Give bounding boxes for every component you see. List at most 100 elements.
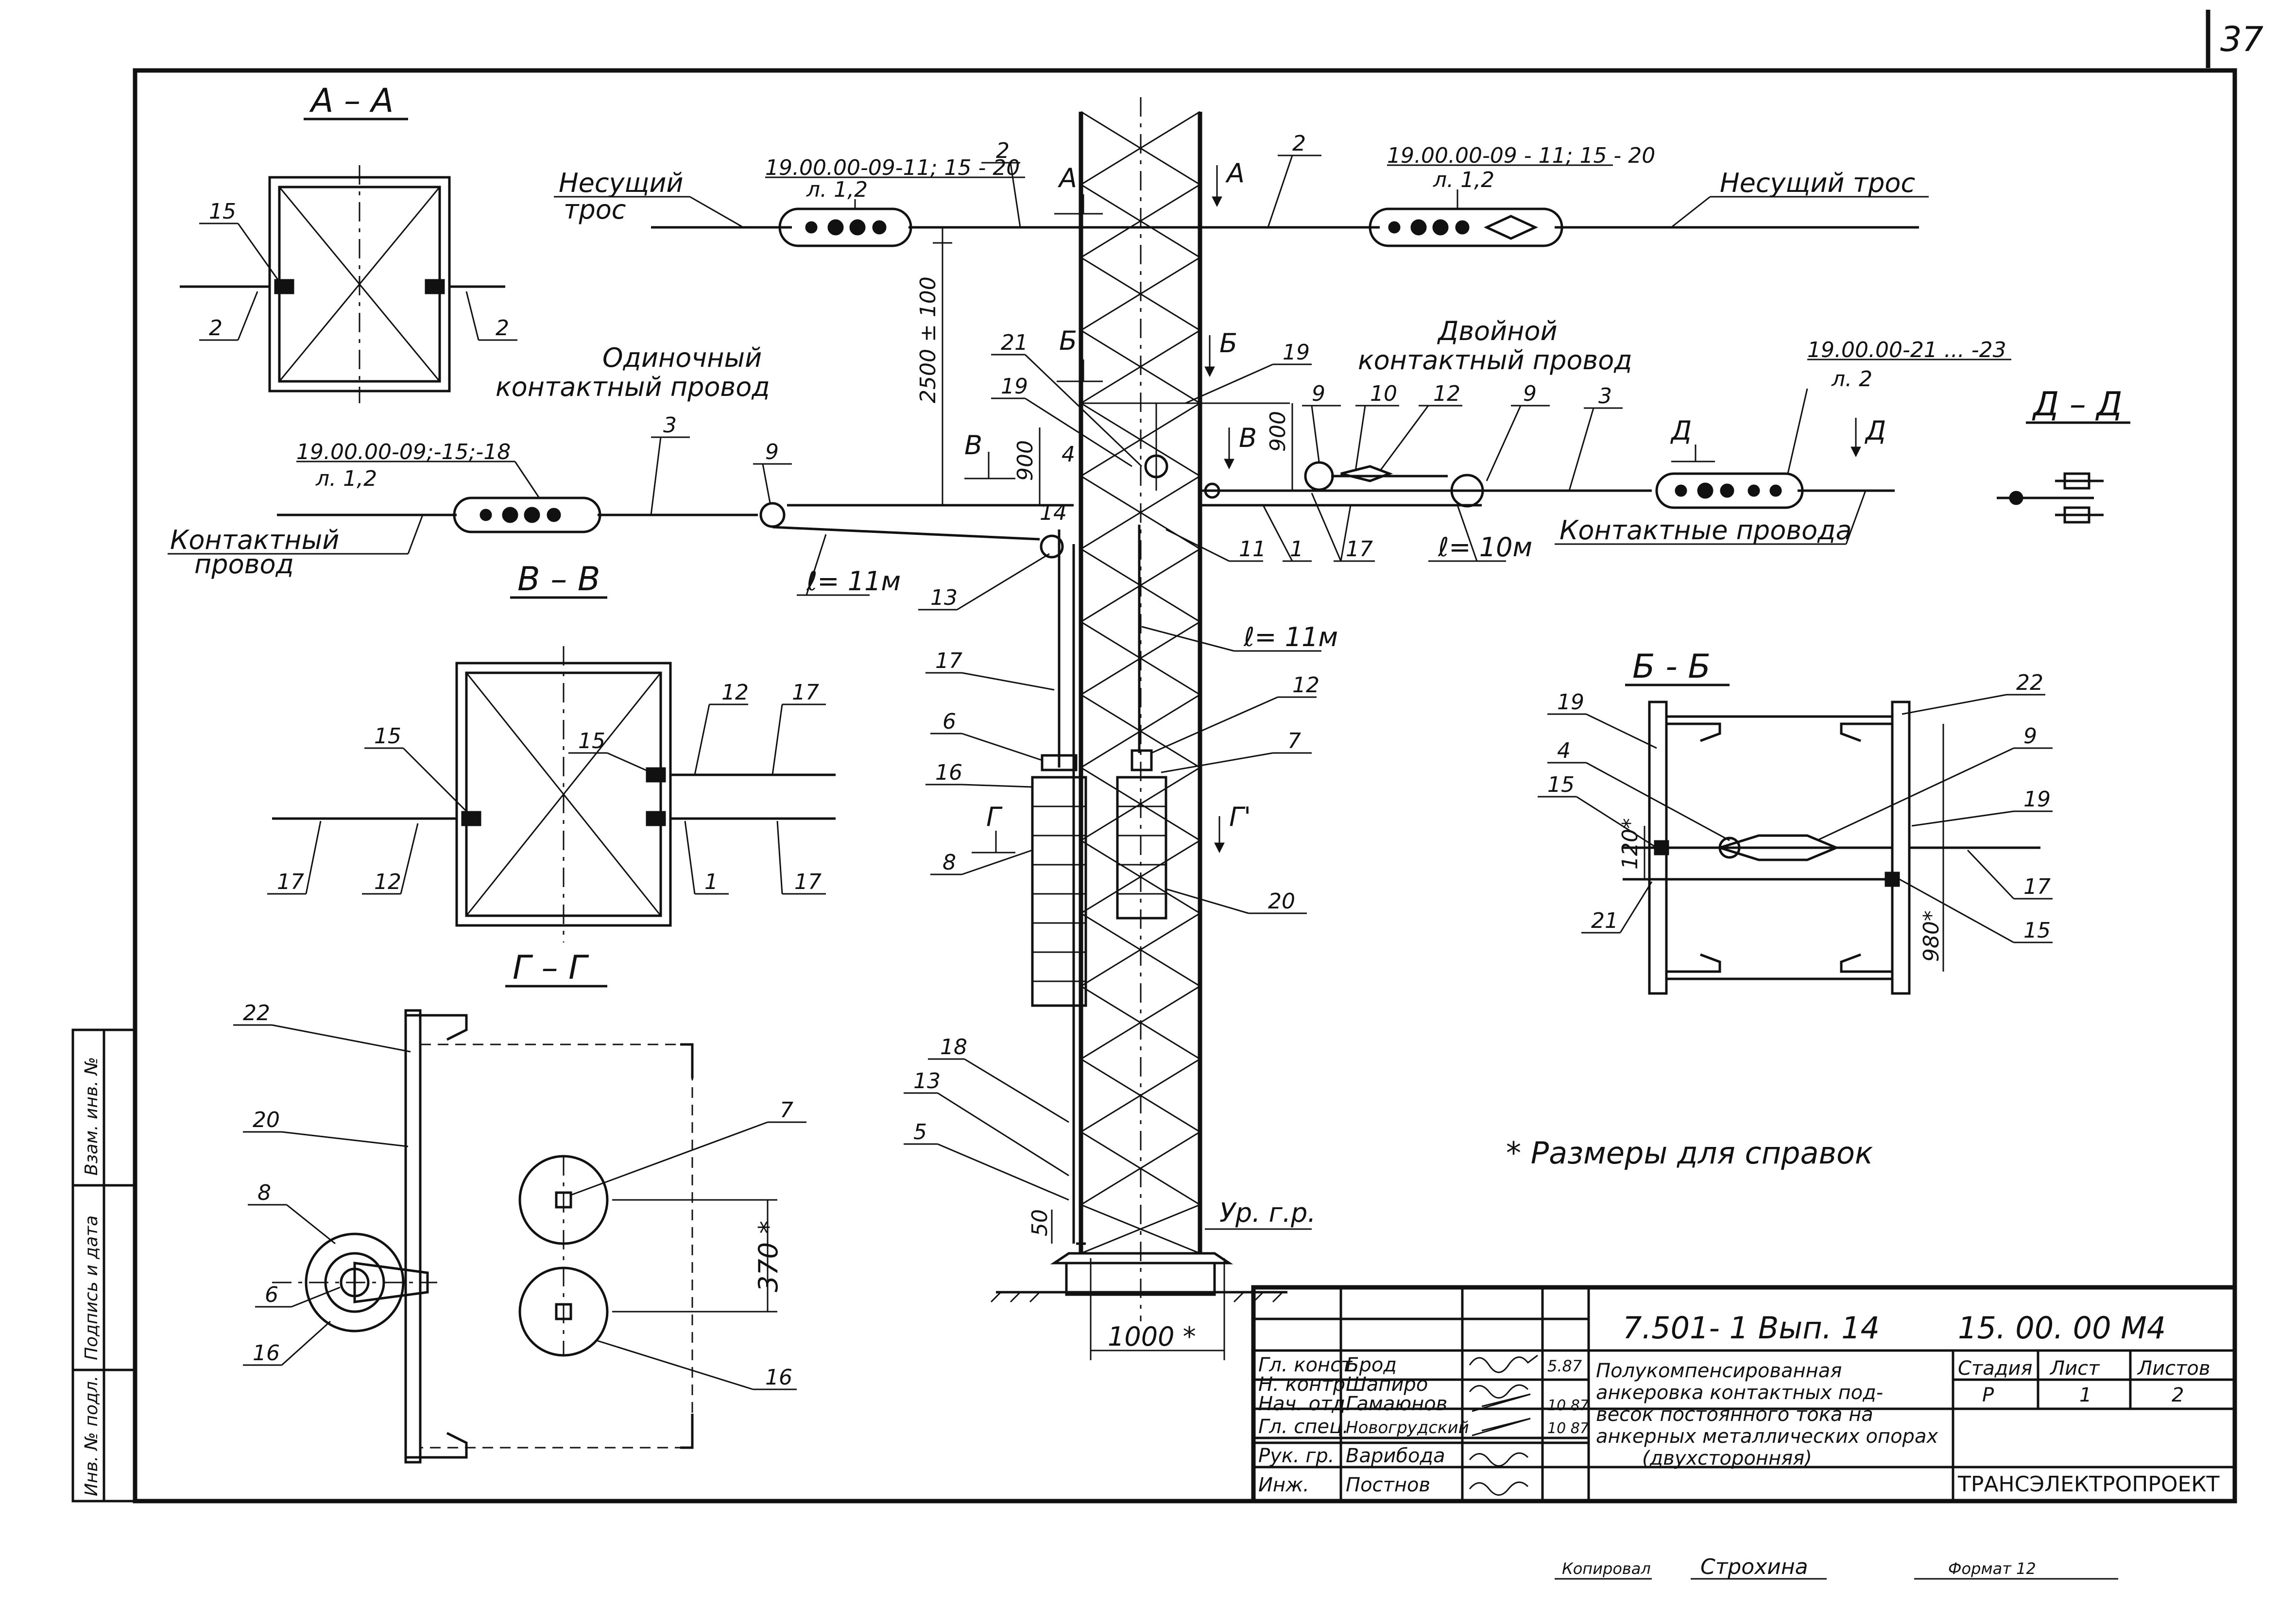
- date-3: 10 87: [1547, 1397, 1589, 1414]
- num-10: 10: [1370, 381, 1397, 406]
- section-vv-title: В – В: [517, 560, 600, 598]
- num-6-gg: 6: [265, 1282, 278, 1307]
- num-1-vv: 1: [704, 870, 718, 894]
- counterweights: 13 17 6 16 8 ℓ= 11м 12 7 20 Г Г' 18 13 5…: [904, 525, 1338, 1245]
- num-2-aa-right: 2: [496, 316, 509, 341]
- role-5: Рук. гр.: [1258, 1445, 1335, 1467]
- drawing-frame: [133, 68, 2237, 1504]
- num-21-top: 21: [1001, 330, 1028, 355]
- side-stamp: Инв. № подл. Подпись и дата Взам. инв. №: [71, 1028, 137, 1503]
- num-14: 14: [1040, 500, 1067, 525]
- section-bb-title: Б - Б: [1632, 648, 1711, 686]
- section-aa-title: А – А: [309, 82, 394, 120]
- signature-4: [1472, 1418, 1531, 1436]
- section-g-left: Г: [986, 802, 1003, 832]
- page-number: 37: [2220, 19, 2263, 59]
- sheets-header: Листов: [2137, 1357, 2210, 1380]
- carrier-right-label: Несущий трос: [1720, 168, 1915, 198]
- num-19-top-right: 19: [1283, 340, 1310, 365]
- title-line-5: (двухсторонняя): [1642, 1447, 1812, 1470]
- num-15-bb-left: 15: [1547, 772, 1575, 797]
- dim-370: 370 *: [753, 1221, 784, 1292]
- section-gg-title: Г – Г: [513, 949, 589, 987]
- carrier-cable: Несущий трос Несущий трос 19.00.00-09-11…: [554, 131, 1929, 247]
- stamp-replace-label: Взам. инв. №: [82, 1057, 102, 1176]
- dim-900-right: 900: [1266, 411, 1290, 452]
- num-17-bb: 17: [2023, 874, 2051, 899]
- dim-900-left: 900: [1013, 440, 1038, 481]
- num-8-gg: 8: [257, 1180, 271, 1205]
- num-17-vv-top: 17: [792, 680, 819, 705]
- section-b-left: Б: [1059, 325, 1077, 356]
- section-aa: А – А 15 2 2: [180, 82, 517, 403]
- name-2: Шапиро: [1346, 1373, 1428, 1396]
- section-gg: Г – Г 370 * 22 20 8 6 16 7 16: [233, 949, 806, 1464]
- num-21-bb: 21: [1591, 908, 1618, 933]
- double-wire-label-1: Двойной: [1437, 316, 1558, 346]
- num-17-vv-bottom: 17: [794, 870, 822, 894]
- name-5: Варибода: [1346, 1445, 1445, 1467]
- num-19-bb-left: 19: [1557, 690, 1584, 715]
- num-19-bb-right: 19: [2023, 787, 2051, 812]
- dim-1000: 1000 *: [1108, 1321, 1196, 1352]
- num-3-left: 3: [663, 413, 677, 438]
- dim-l11-right: ℓ= 11м: [1243, 622, 1338, 652]
- ref-top-right: 19.00.00-09 - 11; 15 - 20: [1387, 143, 1655, 168]
- sheet-header: Лист: [2049, 1357, 2100, 1380]
- num-8-tower: 8: [942, 850, 956, 875]
- section-dd-title: Д – Д: [2032, 385, 2122, 424]
- num-9-bb: 9: [2023, 724, 2037, 749]
- num-11: 11: [1239, 537, 1266, 562]
- sheets-value: 2: [2172, 1384, 2184, 1406]
- num-20-gg: 20: [253, 1108, 280, 1132]
- footer-format: Формат 12: [1948, 1559, 2036, 1578]
- reference-note: * Размеры для справок: [1506, 1135, 1873, 1171]
- title-line-4: анкерных металлических опорах: [1596, 1425, 1938, 1448]
- name-3: Гамаюнов: [1346, 1393, 1447, 1415]
- num-15-vv-right: 15: [578, 729, 605, 753]
- num-17-mid: 17: [1346, 537, 1373, 562]
- num-9-mid: 9: [1312, 381, 1325, 406]
- role-2: Н. контр.: [1258, 1373, 1352, 1396]
- num-7-tower: 7: [1287, 729, 1301, 753]
- ref-top-left-sheet: л. 1,2: [806, 177, 868, 202]
- dim-980: 980*: [1919, 910, 1944, 962]
- role-4: Гл. спец.: [1258, 1416, 1349, 1438]
- stamp-sign-label: Подпись и дата: [82, 1215, 102, 1360]
- num-3-right: 3: [1598, 384, 1612, 409]
- num-18: 18: [940, 1035, 967, 1060]
- stage-header: Стадия: [1958, 1357, 2032, 1380]
- num-1-mid: 1: [1290, 537, 1303, 562]
- section-bb: Б - Б 120* 980* 19 4 15 21 22 9 19: [1538, 648, 2053, 995]
- dim-50: 50: [1028, 1209, 1052, 1236]
- contact-wire-system: ℓ= 11м Одиночный контактный провод Двойн…: [168, 316, 2011, 597]
- name-4: Новогрудский: [1346, 1418, 1469, 1437]
- signature-3: [1472, 1393, 1531, 1412]
- footer: Копировал Строхина Формат 12: [1555, 1555, 2118, 1580]
- name-1: Брод: [1346, 1354, 1397, 1376]
- num-16-gg-left: 16: [253, 1341, 280, 1366]
- section-dd: Д – Д Д Д: [1670, 385, 2130, 524]
- title-line-2: анкеровка контактных под-: [1596, 1382, 1883, 1404]
- num-12-vv-top: 12: [721, 680, 749, 705]
- section-v-left: В: [964, 430, 982, 461]
- carrier-left-label-2: трос: [564, 194, 626, 225]
- num-2-top-left: 2: [996, 138, 1010, 163]
- stage-value: Р: [1982, 1384, 1994, 1406]
- dim-120: 120*: [1618, 818, 1643, 870]
- single-wire-label-1: Одиночный: [602, 342, 762, 373]
- signature-2: [1469, 1384, 1529, 1399]
- role-3: Нач. отд.: [1258, 1393, 1352, 1415]
- num-20-tower: 20: [1268, 889, 1295, 914]
- num-16-gg-right: 16: [765, 1365, 792, 1390]
- num-12-vv-bottom: 12: [374, 870, 401, 894]
- num-2-aa-left: 2: [209, 316, 223, 341]
- signature-5: [1469, 1452, 1529, 1467]
- signature-6: [1469, 1481, 1529, 1496]
- section-d-left: Д: [1670, 415, 1692, 446]
- num-9-right: 9: [1523, 381, 1537, 406]
- section-v-right: В: [1239, 423, 1257, 453]
- num-4-tower: 4: [1062, 442, 1075, 467]
- name-6: Постнов: [1346, 1474, 1430, 1496]
